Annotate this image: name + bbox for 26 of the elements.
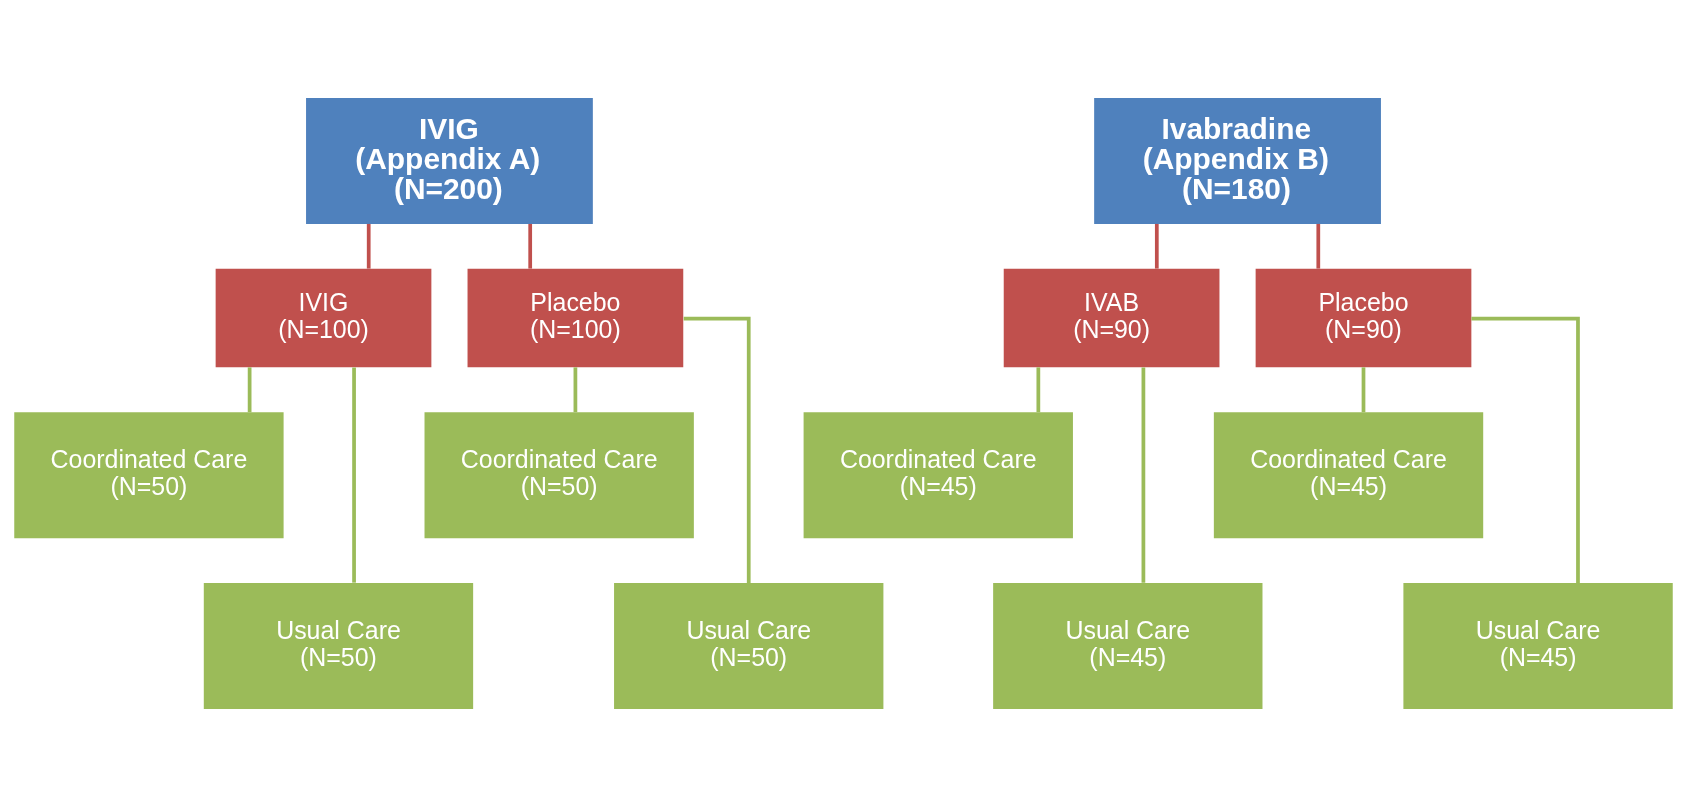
node-box: Coordinated Care (N=50) xyxy=(13,412,284,539)
connector xyxy=(247,367,251,413)
node-box: Usual Care (N=45) xyxy=(992,583,1262,709)
node-box: Coordinated Care (N=45) xyxy=(803,412,1073,539)
node-box: Ivabradine (Appendix B) (N=180) xyxy=(1093,98,1381,224)
connector xyxy=(351,367,356,583)
node-box: Usual Care (N=50) xyxy=(203,583,473,709)
node-box: Usual Care (N=50) xyxy=(613,583,883,709)
connector xyxy=(527,223,532,269)
node-box: IVIG (Appendix A) (N=200) xyxy=(305,98,593,224)
node-box: Coordinated Care (N=45) xyxy=(1213,412,1483,539)
node-box: Placebo (N=90) xyxy=(1255,268,1471,368)
node-box: IVAB (N=90) xyxy=(1003,268,1219,368)
connector xyxy=(1361,367,1365,413)
connector xyxy=(573,367,577,413)
node-box: Coordinated Care (N=50) xyxy=(424,412,694,539)
connector xyxy=(366,223,371,269)
node-box: IVIG (N=100) xyxy=(215,268,431,368)
connector xyxy=(1035,367,1040,413)
connector xyxy=(1470,316,1580,583)
node-box: Placebo (N=100) xyxy=(467,268,683,368)
connector xyxy=(1141,367,1145,583)
connector xyxy=(1315,223,1320,269)
connector xyxy=(683,316,751,583)
node-box: Usual Care (N=45) xyxy=(1402,583,1673,709)
connector xyxy=(1154,223,1159,269)
